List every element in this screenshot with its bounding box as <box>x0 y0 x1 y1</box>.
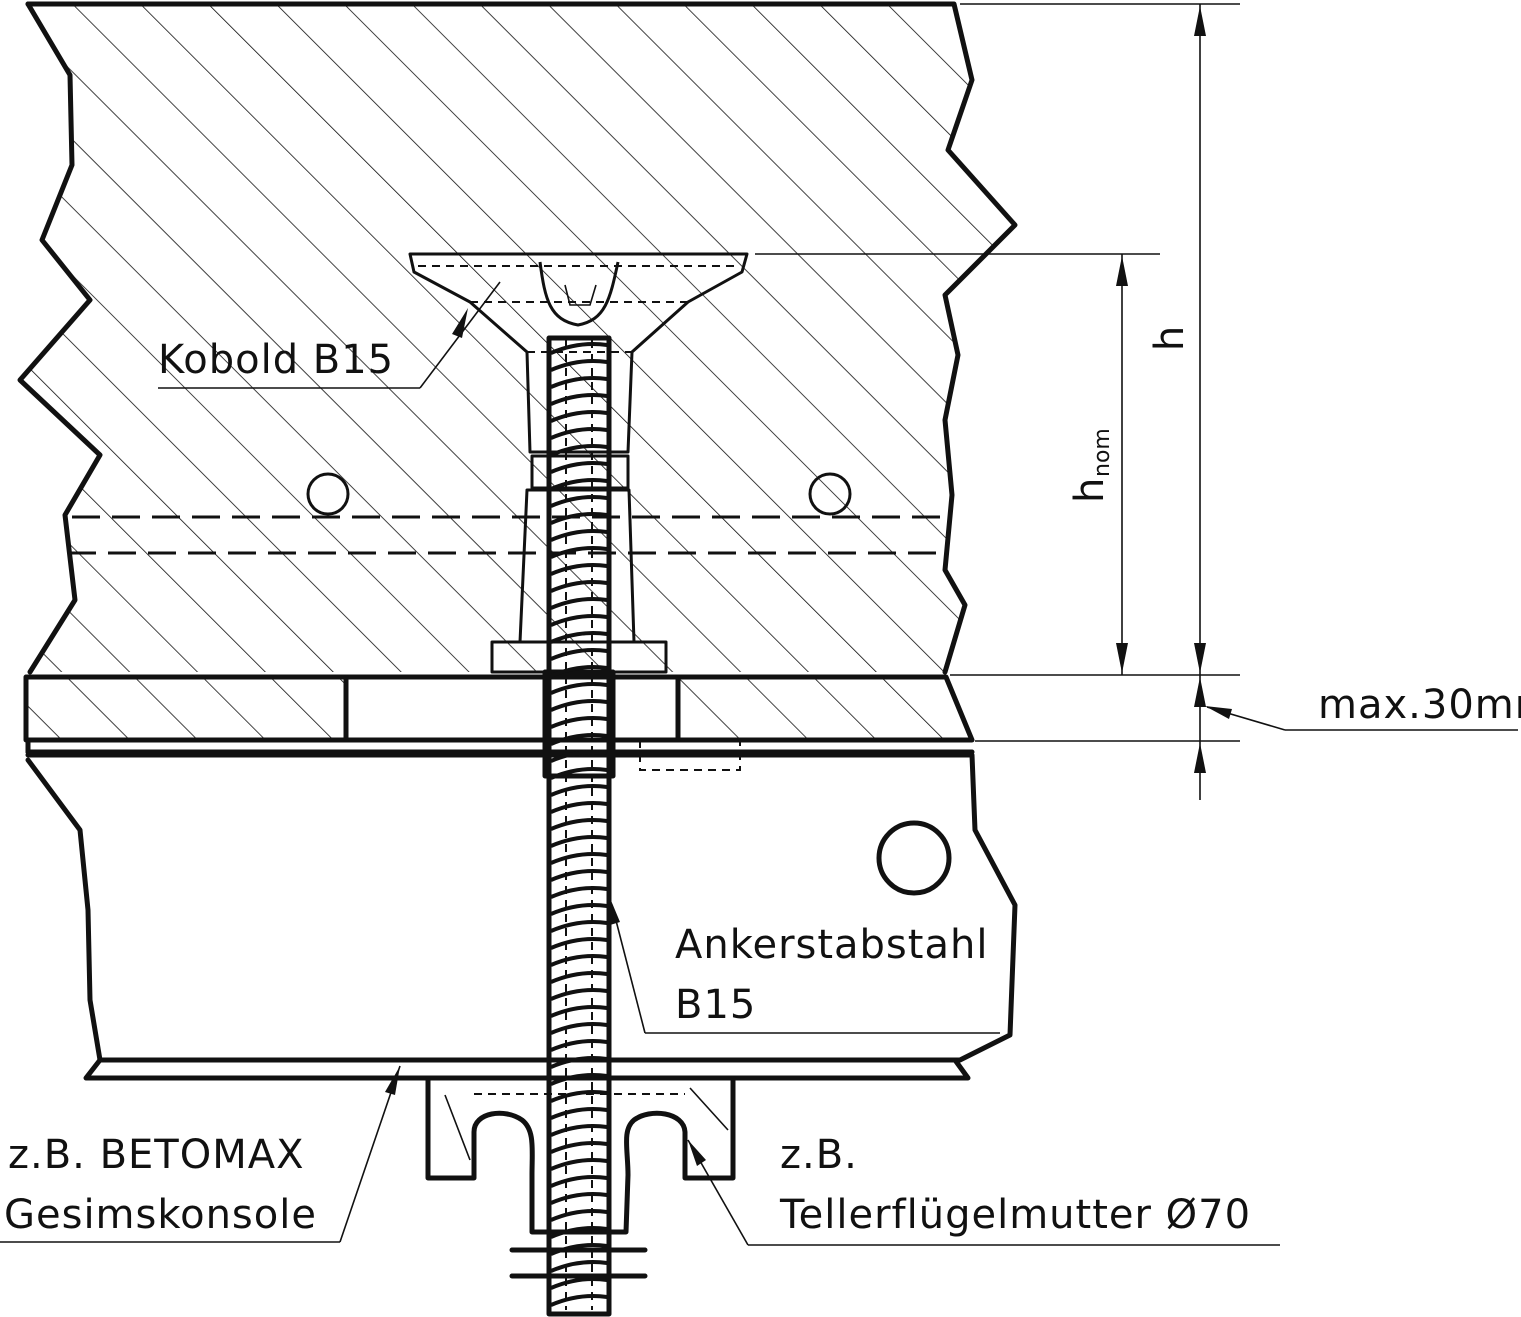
dim-h-label: h <box>1147 325 1193 351</box>
rod-thread-rib <box>550 1022 608 1035</box>
rod-thread-rib <box>550 869 608 882</box>
rod-thread-rib <box>550 1090 608 1103</box>
dim-hnom-label: h nom <box>1067 428 1115 503</box>
betomax-label-line2: Gesimskonsole <box>4 1192 317 1238</box>
rod-thread-rib <box>550 512 608 525</box>
rod-thread-rib <box>550 767 608 780</box>
betomax-callout <box>0 1065 401 1243</box>
rod-thread-rib <box>550 1226 608 1239</box>
rod-thread-rib <box>550 1039 608 1052</box>
rod-thread-rib <box>550 376 608 389</box>
rod-thread-rib <box>550 852 608 865</box>
rod-thread-rib <box>550 342 608 355</box>
rod-thread-rib <box>550 750 608 763</box>
rod-thread-rib <box>550 665 608 678</box>
ankerstab-label-line2: B15 <box>675 982 756 1028</box>
kobold-label: Kobold B15 <box>158 337 394 383</box>
rod-thread-rib <box>550 427 608 440</box>
rod-thread-rib <box>550 410 608 423</box>
rod-thread-rib <box>550 631 608 644</box>
dim-hnom-sub: nom <box>1090 428 1115 477</box>
dimensions <box>755 3 1240 800</box>
rod-thread-rib <box>550 920 608 933</box>
rod-thread-rib <box>550 682 608 695</box>
rod-thread-rib <box>550 699 608 712</box>
rod-thread-rib <box>550 1073 608 1086</box>
rod-thread-rib <box>550 614 608 627</box>
rod-thread-rib <box>550 835 608 848</box>
rod-thread-rib <box>550 393 608 406</box>
kobold-callout <box>158 281 501 389</box>
gap-leader <box>1205 706 1518 731</box>
rod-thread-rib <box>550 461 608 474</box>
ankerstab-callout <box>610 898 1000 1034</box>
rod-thread-rib <box>550 1141 608 1154</box>
rod-thread-rib <box>550 1005 608 1018</box>
rod-thread-rib <box>550 1209 608 1222</box>
rod-thread-rib <box>550 988 608 1001</box>
rod-thread-rib <box>550 580 608 593</box>
rod-thread-rib <box>550 1124 608 1137</box>
rod-thread-rib <box>550 495 608 508</box>
teller-label-line1: z.B. <box>780 1132 858 1178</box>
rod-thread-rib <box>550 801 608 814</box>
rod-thread-rib <box>550 597 608 610</box>
rod-thread-rib <box>550 903 608 916</box>
rod-thread-rib <box>550 648 608 661</box>
dim-gap-label: max.30mm <box>1318 682 1521 728</box>
rod-thread-rib <box>550 478 608 491</box>
dim-hnom-main: h <box>1067 477 1113 503</box>
rod-thread-rib <box>550 937 608 950</box>
concrete-slab <box>17 1 1018 675</box>
rod-thread-rib <box>550 954 608 967</box>
rod-thread-rib <box>550 444 608 457</box>
rod-thread-rib <box>550 1260 608 1273</box>
rod-thread-rib <box>550 716 608 729</box>
rod-thread-rib <box>550 529 608 542</box>
rod-thread-rib <box>550 359 608 372</box>
rod-thread-rib <box>550 1294 608 1307</box>
betomax-label-line1: z.B. BETOMAX <box>8 1132 305 1178</box>
rod-thread-rib <box>550 1107 608 1120</box>
teller-label-line2: Tellerflügelmutter Ø70 <box>779 1192 1251 1238</box>
reinforcement <box>68 472 948 555</box>
rod-thread-rib <box>550 1158 608 1171</box>
rod-thread-rib <box>550 1056 608 1069</box>
teller-callout <box>687 1139 1280 1246</box>
rod-thread-rib <box>550 1277 608 1290</box>
rod-thread-rib <box>550 563 608 576</box>
ankerstab-label-line1: Ankerstabstahl <box>675 922 988 968</box>
rod-thread-rib <box>550 1175 608 1188</box>
rod-thread-rib <box>550 1192 608 1205</box>
spacer-plate <box>23 674 975 771</box>
betomax-console <box>25 752 1018 1081</box>
rod-thread-rib <box>550 546 608 559</box>
rod-thread-rib <box>550 886 608 899</box>
anchor-rod <box>509 335 648 1317</box>
wing-nut <box>425 1075 736 1235</box>
rod-thread-rib <box>550 733 608 746</box>
rod-thread-rib <box>550 784 608 797</box>
rod-thread-rib <box>550 818 608 831</box>
rod-thread-rib <box>550 971 608 984</box>
